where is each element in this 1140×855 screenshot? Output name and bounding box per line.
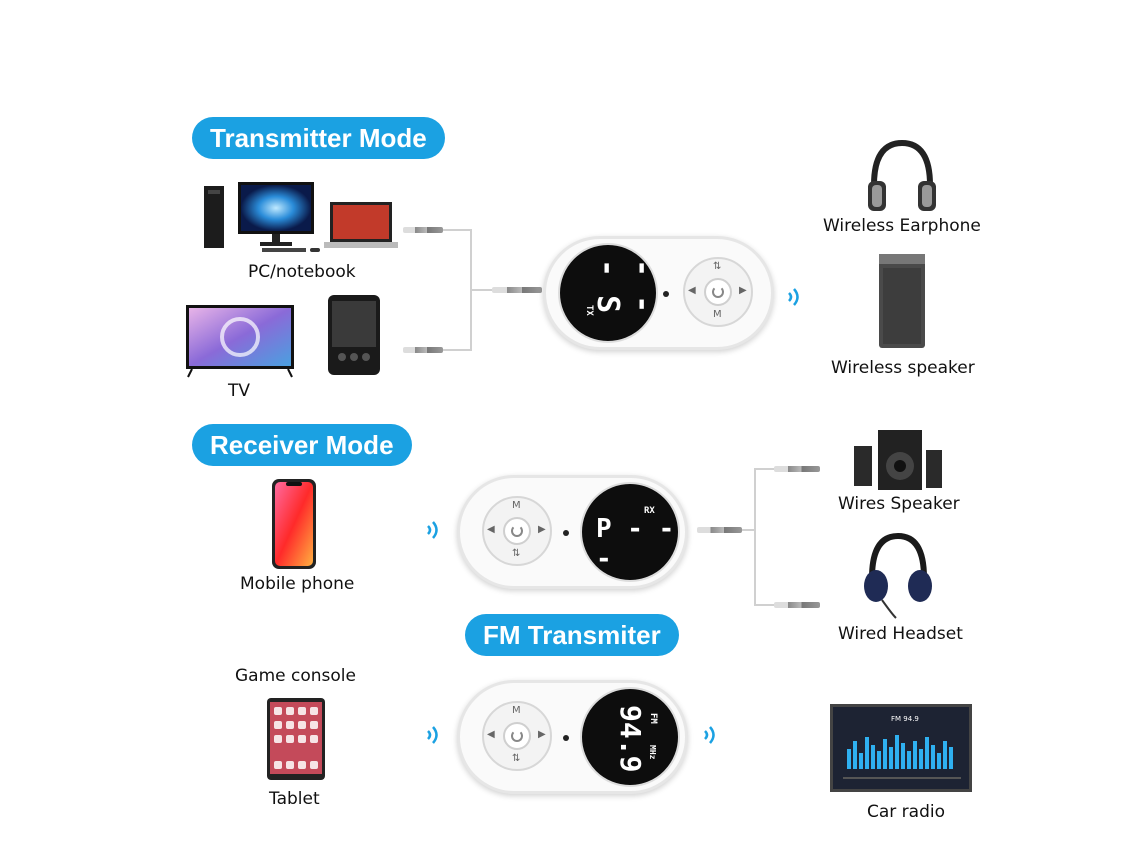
transmitter-device: - - - S TX ⇅ M ◀ ▶ [543,236,774,350]
mode-button[interactable]: M [512,705,521,716]
car-radio-frequency: FM 94.9 [891,715,919,723]
cable [443,229,471,231]
headphone-icon [862,135,942,215]
cable [470,289,492,291]
wires-speaker-label: Wires Speaker [838,494,960,514]
prev-icon[interactable]: ◀ [487,729,495,740]
wireless-signal-icon [425,518,443,547]
cable [443,349,471,351]
wired-speaker-icon [852,428,944,492]
wireless-signal-icon [425,723,443,752]
display-unit: MHz [648,745,657,759]
aux-jack [403,227,443,233]
control-pad[interactable]: M ⇅ ◀ ▶ [482,701,552,771]
receiver-device: M ⇅ ◀ ▶ P - - - RX [457,475,688,589]
receiver-mode-title: Receiver Mode [192,424,412,466]
indicator-led [563,530,569,536]
display-readout: - - - S [590,259,660,341]
tablet-icon [266,697,326,781]
wireless-signal-icon [786,285,804,314]
wired-headset-label: Wired Headset [838,624,963,644]
device-display: P - - - RX [580,482,680,582]
aux-jack [697,527,742,533]
headset-icon [862,530,932,620]
display-mode: FM [648,713,658,724]
cable [754,604,774,606]
display-readout: 94.9 [614,705,647,772]
car-radio-label: Car radio [867,802,945,822]
device-display: 94.9 FM MHz [580,687,680,787]
game-console-label: Game console [235,666,356,686]
equalizer-icon [845,731,961,771]
tv-label: TV [228,381,250,401]
switch-icon[interactable]: ⇅ [512,548,520,559]
control-pad[interactable]: M ⇅ ◀ ▶ [482,496,552,566]
display-mode: RX [644,506,655,516]
fm-device: M ⇅ ◀ ▶ 94.9 FM MHz [457,680,688,794]
aux-jack [774,466,820,472]
next-icon[interactable]: ▶ [538,729,546,740]
tablet-label: Tablet [269,789,320,809]
mobile-phone-icon [271,478,317,570]
mode-button[interactable]: M [512,500,521,511]
power-icon[interactable] [503,517,531,545]
mode-button[interactable]: M [713,309,722,320]
speaker-icon [877,252,927,350]
next-icon[interactable]: ▶ [739,285,747,296]
car-radio-screen: FM 94.9 [830,704,972,792]
pc-notebook-illustration [202,180,402,255]
power-icon[interactable] [503,722,531,750]
prev-icon[interactable]: ◀ [487,524,495,535]
fm-transmiter-title: FM Transmiter [465,614,679,656]
control-pad[interactable]: ⇅ M ◀ ▶ [683,257,753,327]
tv-illustration [184,293,384,378]
prev-icon[interactable]: ◀ [688,285,696,296]
wireless-earphone-label: Wireless Earphone [823,216,981,236]
cable [754,468,756,606]
switch-icon[interactable]: ⇅ [512,753,520,764]
display-mode: TX [584,305,594,316]
aux-jack [403,347,443,353]
switch-icon[interactable]: ⇅ [713,261,721,272]
aux-jack [774,602,820,608]
transmitter-mode-title: Transmitter Mode [192,117,445,159]
device-display: - - - S TX [558,243,658,343]
pc-notebook-label: PC/notebook [248,262,356,282]
mobile-phone-label: Mobile phone [240,574,354,594]
wireless-speaker-label: Wireless speaker [831,358,975,378]
power-icon[interactable] [704,278,732,306]
aux-jack [492,287,542,293]
display-readout: P - - - [596,514,678,574]
indicator-led [663,291,669,297]
cable [754,468,774,470]
tuner-bar [843,777,961,779]
indicator-led [563,735,569,741]
next-icon[interactable]: ▶ [538,524,546,535]
wireless-signal-icon [702,723,720,752]
